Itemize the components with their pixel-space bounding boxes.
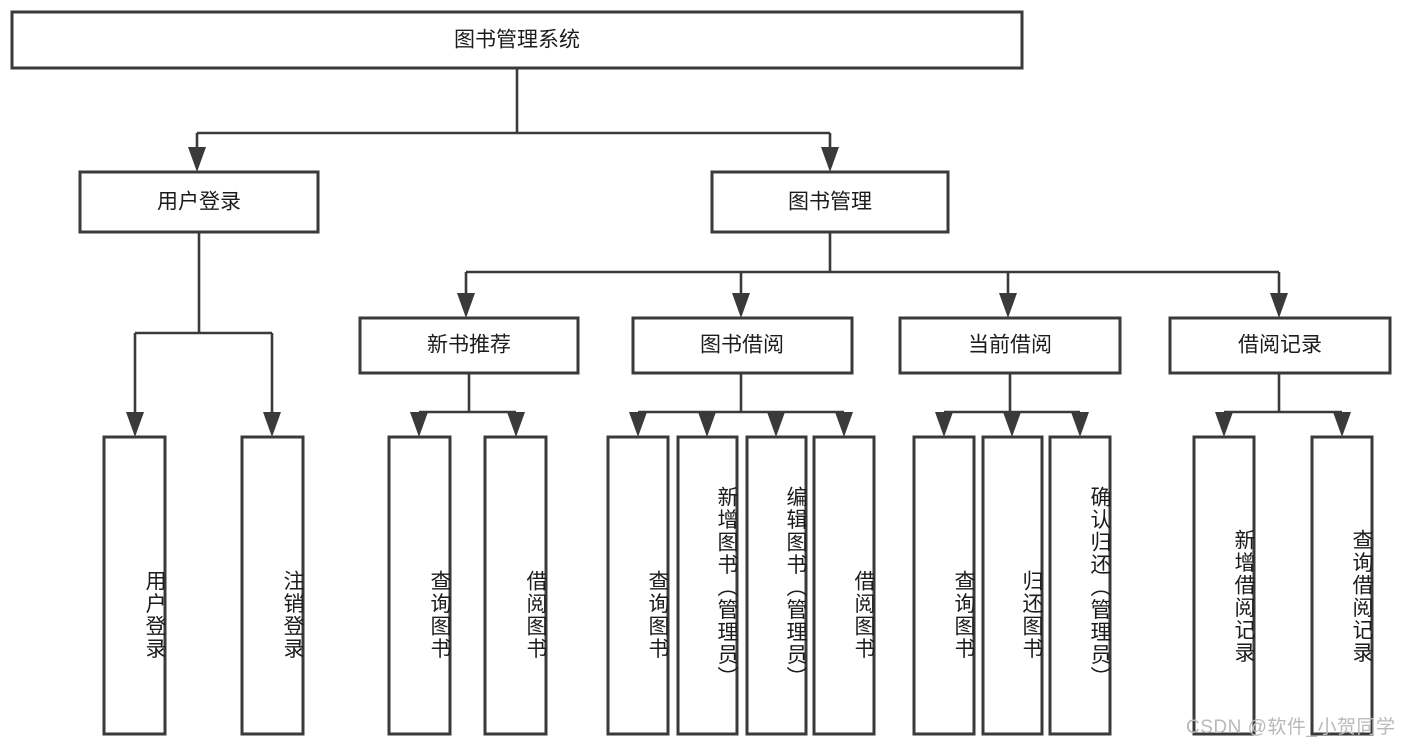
arrow-head-confirm-return-admin [1071, 412, 1089, 437]
node-box-borrow-book-1[interactable] [483, 435, 548, 736]
arrow-head-query-book-1 [410, 412, 428, 437]
node-box-confirm-return-admin[interactable] [1048, 435, 1112, 736]
arrow-head-add-book-admin [698, 412, 716, 437]
node-box-user-login-leaf[interactable] [102, 435, 167, 736]
node-box-new-book-recommend[interactable] [358, 316, 580, 375]
node-box-borrow-record[interactable] [1168, 316, 1392, 375]
node-box-user-login[interactable] [78, 170, 320, 234]
node-box-return-book[interactable] [981, 435, 1044, 736]
arrow-head-user-login-leaf [126, 412, 144, 437]
connector-group-book-borrow [629, 373, 853, 437]
connector-group-root [188, 68, 839, 172]
node-box-root[interactable] [10, 10, 1024, 70]
arrow-head-new-book-recommend [457, 293, 475, 318]
arrow-head-current-borrow [999, 293, 1017, 318]
node-box-query-borrow-record[interactable] [1310, 435, 1374, 736]
node-box-add-borrow-record[interactable] [1192, 435, 1256, 736]
arrow-head-user-logout-leaf [263, 412, 281, 437]
connector-group-userlogin [126, 232, 281, 437]
node-box-query-book-2[interactable] [606, 435, 670, 736]
node-label-user-login: 用户登录 [157, 191, 241, 214]
arrow-head-query-borrow-record [1333, 412, 1351, 437]
arrow-head-borrow-book-2 [835, 412, 853, 437]
arrow-head-edit-book-admin [767, 412, 785, 437]
node-label-new-book-recommend: 新书推荐 [427, 334, 511, 357]
node-label-book-borrow: 图书借阅 [700, 334, 784, 357]
node-box-user-logout-leaf[interactable] [240, 435, 305, 736]
arrow-head-borrow-record [1270, 293, 1288, 318]
arrow-head-query-book-3 [935, 412, 953, 437]
connector-group-new-book-recommend [410, 373, 525, 437]
node-box-add-book-admin[interactable] [676, 435, 739, 736]
csdn-watermark: CSDN @软件_小贺同学 [1186, 717, 1396, 738]
connector-group-current-borrow [935, 373, 1089, 437]
node-label-book-management: 图书管理 [788, 191, 872, 214]
connector-group-bookmgmt [457, 232, 1288, 318]
node-box-query-book-1[interactable] [387, 435, 452, 736]
node-box-edit-book-admin[interactable] [745, 435, 808, 736]
node-box-book-borrow[interactable] [631, 316, 854, 375]
arrow-head-borrow-book-1 [507, 412, 525, 437]
node-label-borrow-record: 借阅记录 [1238, 334, 1322, 357]
connector-group-borrow-record [1215, 373, 1351, 437]
arrow-head-userlogin [188, 147, 206, 172]
node-box-query-book-3[interactable] [912, 435, 976, 736]
arrow-head-add-borrow-record [1215, 412, 1233, 437]
node-box-current-borrow[interactable] [898, 316, 1122, 375]
node-label-root: 图书管理系统 [454, 29, 580, 52]
node-label-current-borrow: 当前借阅 [968, 334, 1052, 357]
node-box-book-management[interactable] [710, 170, 950, 234]
arrow-head-book-borrow [732, 293, 750, 318]
arrow-head-query-book-2 [629, 412, 647, 437]
node-box-borrow-book-2[interactable] [812, 435, 876, 736]
arrow-head-return-book [1003, 412, 1021, 437]
arrow-head-bookmgmt [821, 147, 839, 172]
